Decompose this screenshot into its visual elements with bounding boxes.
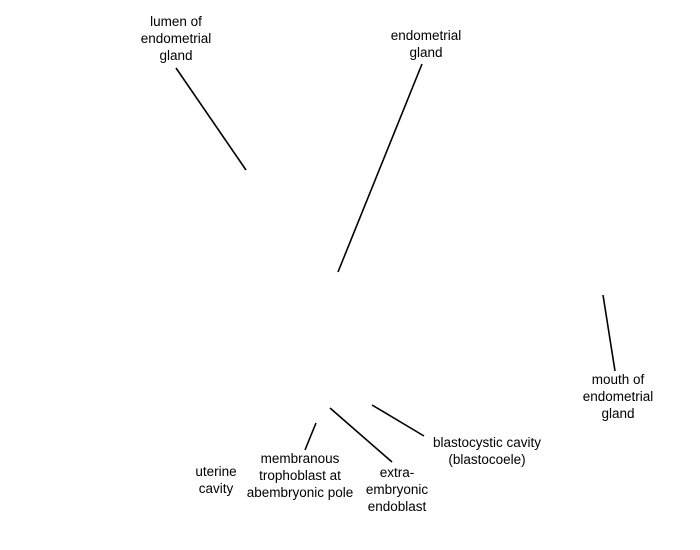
leader-line-blastocystic [371,404,425,437]
label-line: endoblast [367,499,427,514]
label-mouth-of-endometrial-gland: mouth of endometrial gland [583,371,654,422]
label-line: gland [409,45,443,60]
label-line: endometrial [390,28,462,43]
leader-line-lumen [175,67,247,171]
label-line: embryonic [365,482,429,497]
label-line: abembryonic pole [246,485,354,500]
label-line: gland [601,406,635,421]
label-membranous-trophoblast: membranous trophoblast at abembryonic po… [247,450,354,501]
label-line: trophoblast at [259,468,341,483]
label-line: uterine [195,464,237,479]
label-blastocystic-cavity: blastocystic cavity (blastocoele) [433,434,541,468]
label-endometrial-gland: endometrial gland [391,27,462,61]
label-line: extra- [379,465,415,480]
label-line: mouth of [591,372,645,387]
label-uterine-cavity: uterine cavity [195,463,236,497]
label-line: blastocystic cavity [432,435,542,450]
leader-line-endoblast [329,407,393,463]
label-line: membranous [260,451,340,466]
label-extra-embryonic-endoblast: extra- embryonic endoblast [366,464,428,515]
label-line: lumen of [150,14,202,29]
label-lumen-of-endometrial-gland: lumen of endometrial gland [141,13,212,64]
label-line: gland [159,48,193,63]
leader-line-gland [337,63,423,273]
leader-line-mouth [602,294,616,372]
label-line: endometrial [582,389,654,404]
label-line: endometrial [140,31,212,46]
leader-line-membranous [304,422,317,451]
label-line: cavity [198,481,234,496]
label-line: (blastocoele) [448,452,526,467]
